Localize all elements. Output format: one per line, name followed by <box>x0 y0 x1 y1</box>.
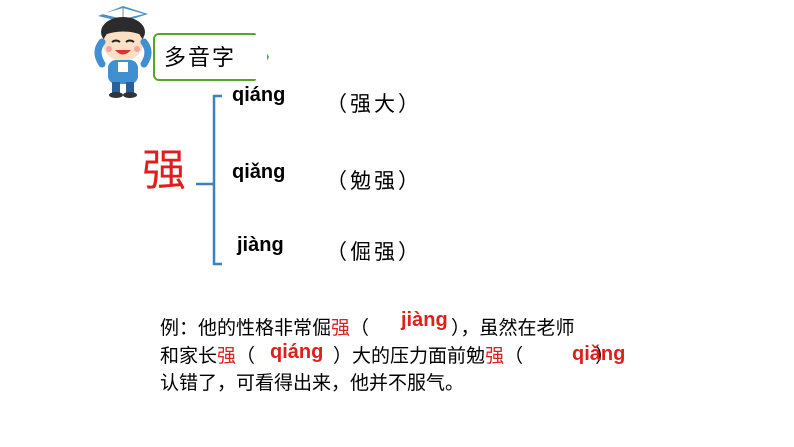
reading-word: （勉强） <box>326 169 422 193</box>
highlight-char: 强 <box>485 345 505 367</box>
example-line-1: 例：他的性格非常倔强（ ），虽然在老师 <box>160 313 575 340</box>
sentence-text: 和家长 <box>160 345 218 367</box>
open-paren: （ <box>236 345 256 367</box>
reading-pinyin: qiáng <box>232 84 286 106</box>
title-badge <box>153 33 269 81</box>
cartoon-kid-with-book-icon <box>94 6 152 98</box>
reading-word: （倔强） <box>326 240 422 264</box>
highlight-char: 强 <box>217 345 237 367</box>
answer-pinyin: qiáng <box>270 341 324 363</box>
reading-word: （强大） <box>326 92 422 116</box>
close-paren: ） <box>595 345 615 367</box>
answer-pinyin: qiǎng <box>572 343 626 365</box>
sentence-text: ）大的压力面前勉 <box>333 345 486 367</box>
open-paren: （ <box>504 345 524 367</box>
title-badge-label: 多音字 <box>164 46 237 71</box>
sentence-text: 例：他的性格非常倔 <box>160 317 332 339</box>
answer-pinyin: jiàng <box>401 309 448 331</box>
reading-pinyin: qiǎng <box>232 161 286 183</box>
reading-pinyin: jiàng <box>237 234 284 256</box>
brace-bracket <box>196 94 222 266</box>
highlight-char: 强 <box>331 317 351 339</box>
open-paren: （ <box>350 317 370 339</box>
example-line-2: 和家长强（）大的压力面前勉强（） <box>160 341 614 368</box>
main-character: 强 <box>142 145 186 196</box>
example-line-3: 认错了，可看得出来，他并不服气。 <box>160 372 465 394</box>
sentence-text: ），虽然在老师 <box>451 317 575 339</box>
